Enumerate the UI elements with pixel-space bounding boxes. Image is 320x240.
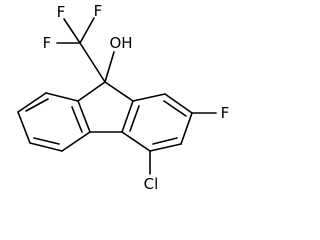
fluorine-label-ring: F bbox=[221, 104, 230, 122]
molecule-drawing: F F F OH F Cl bbox=[17, 2, 230, 193]
fluorine-label-top-right: F bbox=[94, 2, 103, 20]
bond-c3-c4 bbox=[149, 143, 182, 152]
bond-c8-c9a bbox=[45, 92, 79, 102]
bond-cf3-f-top-left bbox=[63, 18, 81, 44]
bond-c6-c7 bbox=[17, 111, 31, 144]
structure-canvas: F F F OH F Cl bbox=[17, 2, 230, 193]
bond-c9-oh bbox=[104, 51, 115, 83]
chlorine-label: Cl bbox=[144, 175, 159, 193]
bond-inner-c9a-c4b bbox=[71, 106, 83, 133]
bond-c4-c4a bbox=[121, 131, 151, 152]
fluorine-label-top-left: F bbox=[57, 3, 66, 21]
bond-inner-c3-c4 bbox=[152, 137, 178, 145]
bond-c9-c9a bbox=[77, 81, 106, 102]
fluorine-label-left: F bbox=[43, 34, 52, 52]
bond-c4b-c5 bbox=[61, 131, 91, 152]
bond-c4a-c8a bbox=[121, 100, 134, 133]
bond-c9-cf3 bbox=[79, 42, 106, 83]
bond-c8a-c1 bbox=[132, 93, 166, 102]
bond-inner-c7-c8 bbox=[25, 98, 49, 112]
bond-c1-c2 bbox=[164, 93, 193, 114]
bond-inner-c5-c6 bbox=[33, 137, 60, 145]
bond-inner-c4a-c8a bbox=[129, 105, 140, 132]
bond-c2-c3 bbox=[180, 112, 193, 145]
bond-c9a-c4b bbox=[77, 100, 91, 133]
bond-c5-c6 bbox=[29, 142, 63, 152]
bond-cf3-f-top-right bbox=[79, 17, 95, 44]
bond-c7-c8 bbox=[17, 92, 47, 113]
bond-inner-c1-c2 bbox=[163, 100, 187, 117]
hydroxyl-label: OH bbox=[109, 34, 132, 52]
bond-c9-c8a bbox=[104, 81, 134, 102]
